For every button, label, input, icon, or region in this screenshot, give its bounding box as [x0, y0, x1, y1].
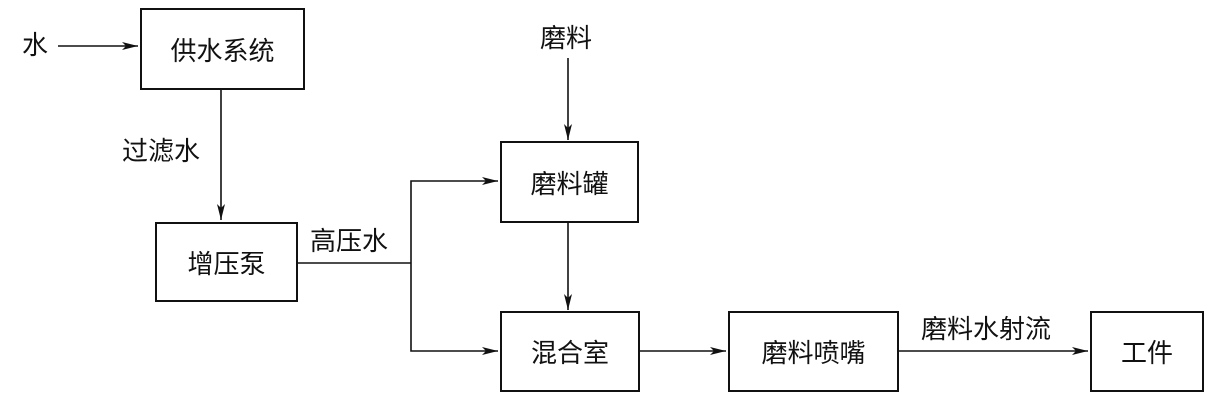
abrasive-input-label: 磨料	[540, 24, 593, 54]
workpiece-box: 工件	[1090, 311, 1204, 392]
arrow-split-to-mixer	[410, 263, 498, 355]
filtered-water-label: 过滤水	[122, 137, 201, 167]
high-pressure-water-label: 高压水	[310, 227, 389, 257]
abrasive-water-jet-label: 磨料水射流	[921, 315, 1052, 345]
water-input-label: 水	[22, 31, 49, 61]
booster-pump-box: 增压泵	[155, 222, 298, 302]
water-supply-box: 供水系统	[140, 8, 305, 90]
abrasive-nozzle-box: 磨料喷嘴	[728, 311, 899, 392]
arrow-split-to-tank	[410, 177, 498, 263]
mixing-chamber-box: 混合室	[500, 311, 640, 392]
abrasive-tank-box: 磨料罐	[500, 141, 639, 223]
